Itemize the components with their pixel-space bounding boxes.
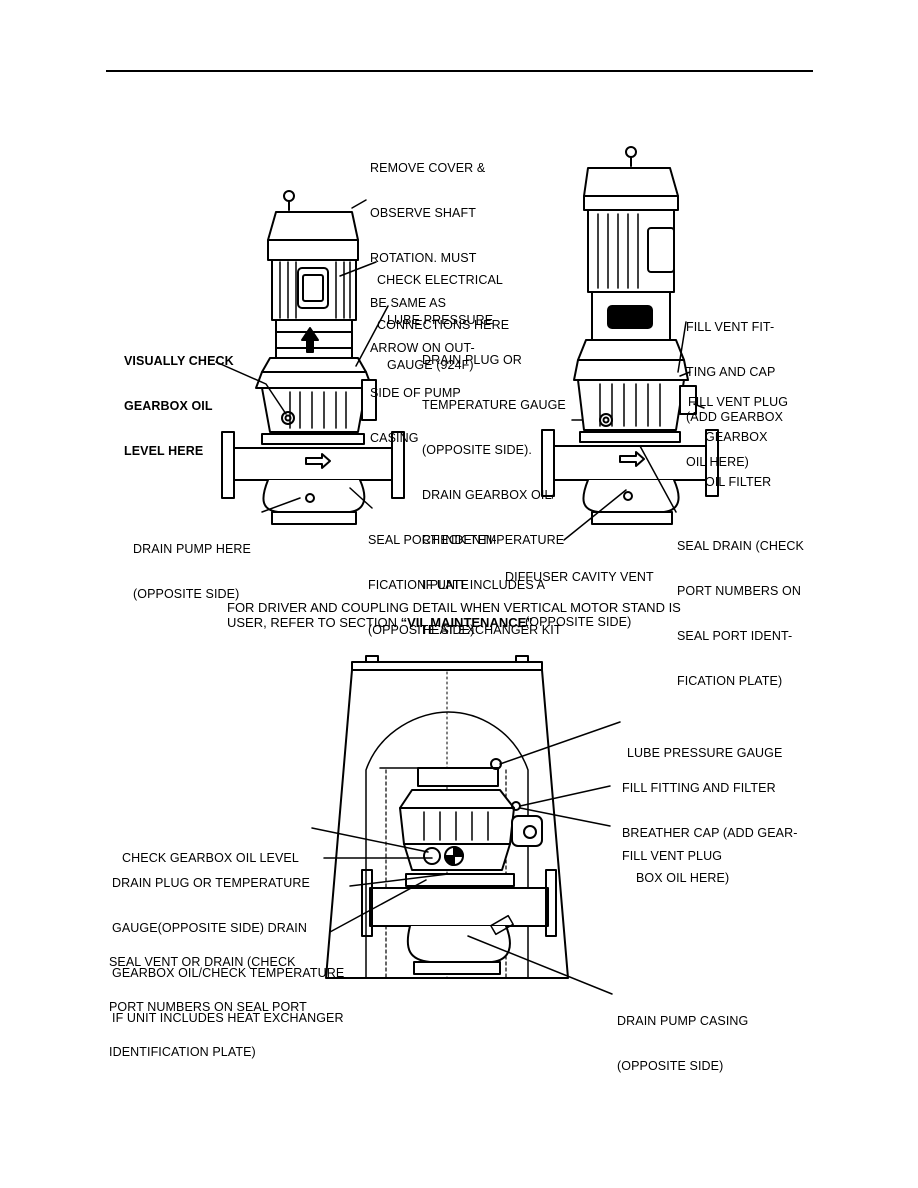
callout-line: (OPPOSITE SIDE) (525, 615, 632, 629)
callout-line: GAUGE (924F) (387, 358, 474, 372)
callout-line: DRAIN PUMP HERE (133, 542, 251, 556)
callout-line: GEARBOX OIL (124, 399, 213, 413)
callout-line: SEAL VENT OR DRAIN (CHECK (109, 955, 296, 969)
callout-drain-pump: DRAIN PUMP HERE (OPPOSITE SIDE) (133, 512, 251, 617)
callout-line: (OPPOSITE SIDE) (617, 1059, 724, 1073)
note-section-reference: “VII. MAINTENANCE” (400, 615, 533, 630)
callout-line: FICATION PLATE) (677, 674, 783, 688)
callout-line: LUBE PRESSURE GAUGE (627, 746, 783, 760)
callout-check-oil-level: CHECK GEARBOX OIL LEVEL (122, 821, 299, 881)
note-line: USER, REFER TO SECTION (227, 615, 401, 630)
callout-line: CASING (370, 431, 419, 445)
maintenance-note: FOR DRIVER AND COUPLING DETAIL WHEN VERT… (227, 600, 681, 630)
callout-fill-vent-fitting: FILL VENT FIT- TING AND CAP (ADD GEARBOX… (686, 290, 783, 485)
callout-line: IF UNIT INCLUDES HEAT EXCHANGER (112, 1011, 344, 1025)
callout-line: SEAL PORT INDENTI- (368, 533, 497, 547)
callout-fill-vent-plug-bottom: FILL VENT PLUG (622, 819, 722, 879)
callout-line: REMOVE COVER & (370, 161, 486, 175)
callout-line: SIDE OF PUMP (370, 386, 461, 400)
callout-check-electrical: CHECK ELECTRICAL CONNECTIONS HERE (377, 243, 509, 348)
callout-lube-pressure-gauge-bottom: LUBE PRESSURE GAUGE (627, 716, 782, 776)
callout-line: FILL VENT PLUG (622, 849, 723, 863)
callout-seal-drain: SEAL DRAIN (CHECK PORT NUMBERS ON SEAL P… (677, 509, 804, 704)
callout-line: GEARBOX OIL/CHECK TEMPERATURE (112, 966, 345, 980)
callout-line: (ADD GEARBOX (686, 410, 784, 424)
callout-line: CONNECTIONS HERE (377, 318, 510, 332)
callout-drain-plug-bottom: DRAIN PLUG OR TEMPERATURE GAUGE(OPPOSITE… (112, 846, 344, 1041)
callout-seal-port: SEAL PORT INDENTI- FICATION PLATE (OPPOS… (368, 503, 497, 653)
callout-line: DRAIN PUMP CASING (617, 1014, 749, 1028)
callout-line: ROTATION. MUST (370, 251, 477, 265)
callout-line: BE SAME AS (370, 296, 447, 310)
right-leaders (563, 321, 705, 541)
callout-line: BREATHER CAP (ADD GEAR- (622, 826, 798, 840)
callout-drain-pump-casing: DRAIN PUMP CASING (OPPOSITE SIDE) (617, 984, 748, 1089)
callout-line: DRAIN PLUG OR TEMPERATURE (112, 876, 310, 890)
callout-visually-check: VISUALLY CHECK GEARBOX OIL LEVEL HERE (124, 324, 234, 474)
callout-diffuser-vent: DIFFUSER CAVITY VENT (OPPOSITE SIDE) (505, 540, 654, 645)
callout-line: BOX OIL HERE) (636, 871, 730, 885)
callout-line: CHECK GEARBOX OIL LEVEL (122, 851, 299, 865)
callout-line: OBSERVE SHAFT (370, 206, 476, 220)
callout-line: CHECK ELECTRICAL (377, 273, 503, 287)
callout-line: LUBE PRESSURE (387, 313, 494, 327)
callout-fill-fitting: FILL FITTING AND FILTER BREATHER CAP (AD… (622, 751, 797, 901)
callout-line: TEMPERATURE GAUGE (422, 398, 566, 412)
callout-seal-vent: SEAL VENT OR DRAIN (CHECK PORT NUMBERS O… (109, 925, 307, 1075)
callout-line: GEARBOX (705, 430, 768, 444)
callout-fill-vent-plug: FILL VENT PLUG (688, 365, 788, 425)
callout-line: IDENTIFICATION PLATE) (109, 1045, 256, 1059)
callout-line: HEAT EXCHANGER KIT (422, 623, 562, 637)
callout-line: SEAL PORT IDENT- (677, 629, 793, 643)
motor-stand-drawing (325, 655, 569, 981)
callout-line: SEAL DRAIN (CHECK (677, 539, 804, 553)
callout-line: PORT NUMBERS ON SEAL PORT (109, 1000, 307, 1014)
callout-remove-cover: REMOVE COVER & OBSERVE SHAFT ROTATION. M… (370, 131, 485, 461)
callout-line: (OPPOSITE SIDE) (368, 623, 475, 637)
callout-line: ARROW ON OUT- (370, 341, 475, 355)
callout-drain-plug: DRAIN PLUG OR TEMPERATURE GAUGE (OPPOSIT… (422, 323, 566, 653)
callout-line: LEVEL HERE (124, 444, 204, 458)
callout-gearbox-filter: GEARBOX OIL FILTER (705, 400, 771, 505)
left-pump-drawing (221, 190, 405, 525)
note-line: FOR DRIVER AND COUPLING DETAIL WHEN VERT… (227, 600, 681, 615)
callout-line: DIFFUSER CAVITY VENT (505, 570, 654, 584)
callout-line: FICATION PLATE (368, 578, 469, 592)
callout-line: (OPPOSITE SIDE) (133, 587, 240, 601)
callout-line: FILL FITTING AND FILTER (622, 781, 776, 795)
callout-line: IF UNIT INCLUDES A (422, 578, 546, 592)
callout-line: DRAIN PLUG OR (422, 353, 522, 367)
callout-line: TING AND CAP (686, 365, 776, 379)
callout-line: CHECK TEMPERATURE (422, 533, 565, 547)
callout-line: DRAIN GEARBOX OIL/ (422, 488, 556, 502)
callout-line: GAUGE(OPPOSITE SIDE) DRAIN (112, 921, 307, 935)
bottom-leaders (311, 721, 621, 995)
callout-line: VISUALLY CHECK (124, 354, 234, 368)
header-rule (106, 70, 813, 72)
callout-lube-pressure-gauge: LUBE PRESSURE GAUGE (924F) (387, 283, 493, 388)
callout-line: OIL HERE) (686, 455, 749, 469)
callout-line: (OPPOSITE SIDE). (422, 443, 532, 457)
callout-line: PORT NUMBERS ON (677, 584, 801, 598)
callout-line: FILL VENT PLUG (688, 395, 789, 409)
callout-line: FILL VENT FIT- (686, 320, 775, 334)
callout-line: OIL FILTER (705, 475, 772, 489)
